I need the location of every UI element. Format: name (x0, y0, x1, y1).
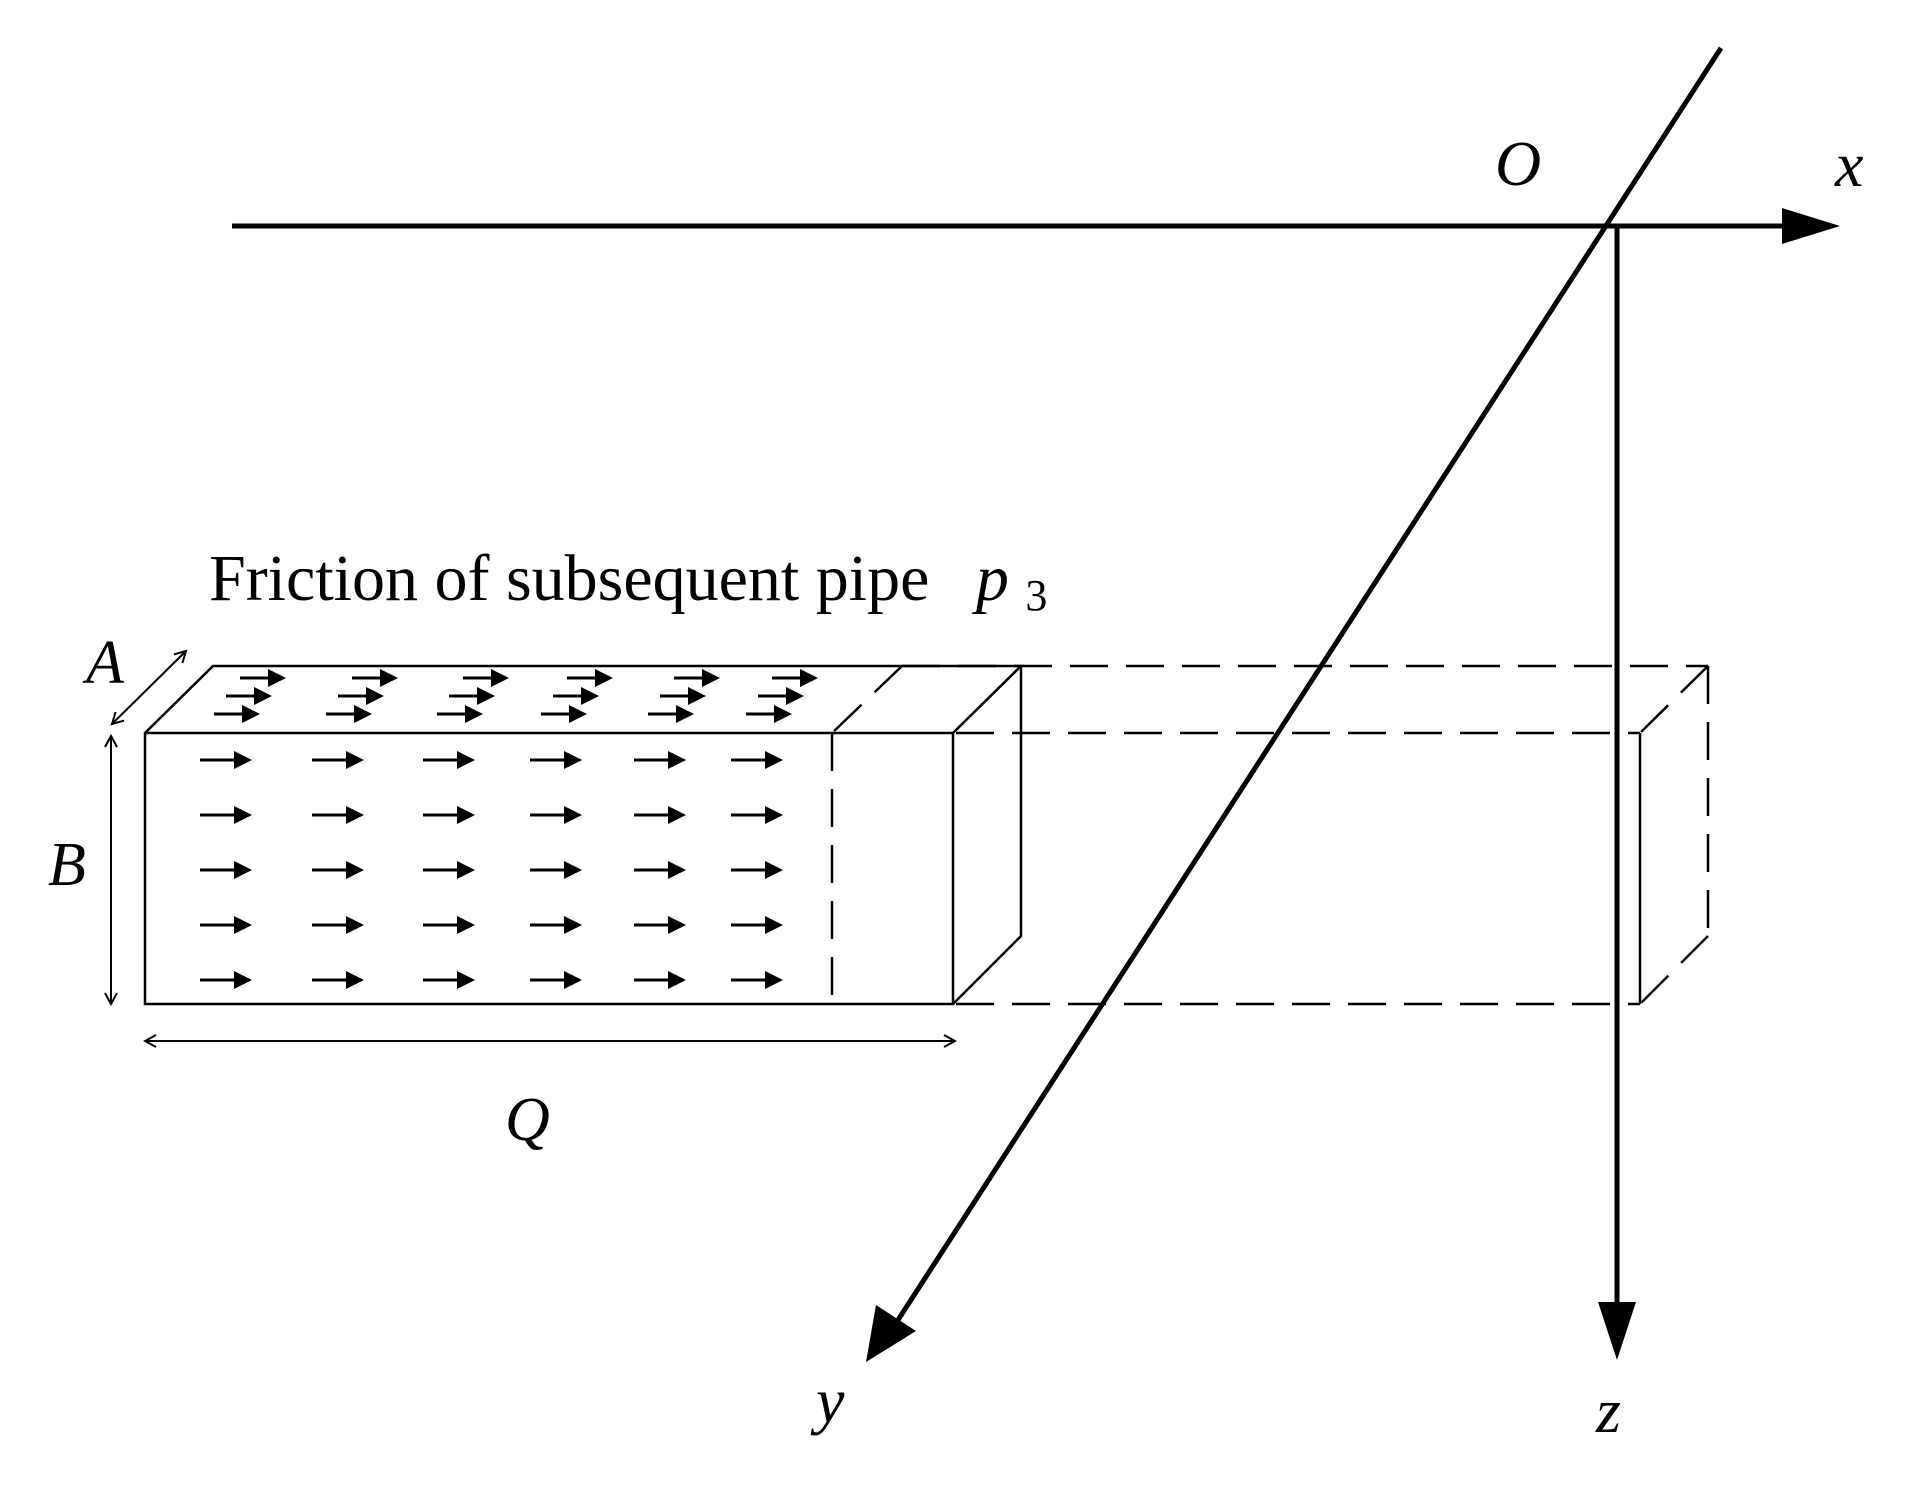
front-friction-arrow (731, 861, 783, 879)
top-friction-arrow (326, 705, 372, 723)
front-friction-arrow (423, 751, 475, 769)
front-friction-arrow (423, 916, 475, 934)
front-friction-arrow (423, 806, 475, 824)
pipe-segment (143, 664, 1025, 1006)
top-friction-arrow (541, 705, 587, 723)
dimension-lines (111, 651, 955, 1041)
top-friction-arrow (553, 687, 599, 705)
caption-subscript: 3 (1025, 571, 1047, 620)
dimension-a-line (112, 651, 186, 724)
front-friction-arrow (530, 751, 582, 769)
front-friction-arrow (312, 916, 364, 934)
caption-text: Friction of subsequent pipe (209, 542, 929, 615)
y-axis-arrowhead (866, 1305, 916, 1362)
top-friction-arrow (772, 669, 818, 687)
dimension-a-label: A (82, 629, 125, 697)
front-friction-arrow (312, 971, 364, 989)
front-friction-arrow (731, 751, 783, 769)
subsequent-pipe-extension (830, 664, 1710, 1006)
front-friction-arrow (634, 751, 686, 769)
top-friction-arrow (226, 687, 272, 705)
front-friction-arrow (200, 861, 252, 879)
top-friction-arrow (240, 669, 286, 687)
top-friction-arrow (437, 705, 483, 723)
front-friction-arrow (731, 916, 783, 934)
origin-label: O (1495, 128, 1541, 199)
top-friction-arrow (660, 687, 706, 705)
front-friction-arrow (530, 861, 582, 879)
front-friction-arrow (200, 971, 252, 989)
front-friction-arrow (423, 971, 475, 989)
top-friction-arrow (214, 705, 260, 723)
pipe-front-face (143, 731, 955, 1006)
front-friction-arrow (634, 861, 686, 879)
front-friction-arrow (530, 916, 582, 934)
top-friction-arrow (648, 705, 694, 723)
front-friction-arrow (530, 971, 582, 989)
extension-top-right-diag (1639, 665, 1709, 734)
extension-bottom-right-diag (1639, 935, 1709, 1005)
top-friction-arrow (352, 669, 398, 687)
x-axis-arrowhead (1782, 208, 1840, 244)
front-friction-arrow (200, 916, 252, 934)
front-friction-arrow (423, 861, 475, 879)
front-friction-arrow (312, 751, 364, 769)
y-axis (895, 46, 1724, 1322)
dimension-q-label: Q (505, 1086, 550, 1154)
x-axis-label: x (1834, 129, 1863, 200)
z-axis-arrowhead (1598, 1302, 1636, 1360)
dimension-b-label: B (48, 831, 86, 899)
coordinate-axes: O x y z (232, 46, 1863, 1446)
pipe-right-face (952, 666, 1023, 1005)
front-friction-arrow (731, 971, 783, 989)
top-friction-arrow (463, 669, 509, 687)
caption: Friction of subsequent pipe p 3 (209, 542, 1047, 620)
caption-symbol: p (972, 542, 1009, 615)
front-friction-arrow (634, 971, 686, 989)
friction-arrows (200, 669, 818, 989)
front-friction-arrow (312, 861, 364, 879)
front-friction-arrow (634, 916, 686, 934)
front-friction-arrow (312, 806, 364, 824)
front-friction-arrow (731, 806, 783, 824)
z-axis-label: z (1595, 1375, 1621, 1446)
front-friction-arrow (530, 806, 582, 824)
top-friction-arrow (758, 687, 804, 705)
extension-top-left-diag (831, 665, 903, 734)
top-friction-arrow (567, 669, 613, 687)
front-friction-arrow (634, 806, 686, 824)
top-friction-arrow (674, 669, 720, 687)
top-friction-arrow (338, 687, 384, 705)
front-friction-arrow (200, 751, 252, 769)
top-friction-arrow (449, 687, 495, 705)
front-friction-arrow (200, 806, 252, 824)
y-axis-label: y (810, 1365, 845, 1436)
top-friction-arrow (746, 705, 792, 723)
